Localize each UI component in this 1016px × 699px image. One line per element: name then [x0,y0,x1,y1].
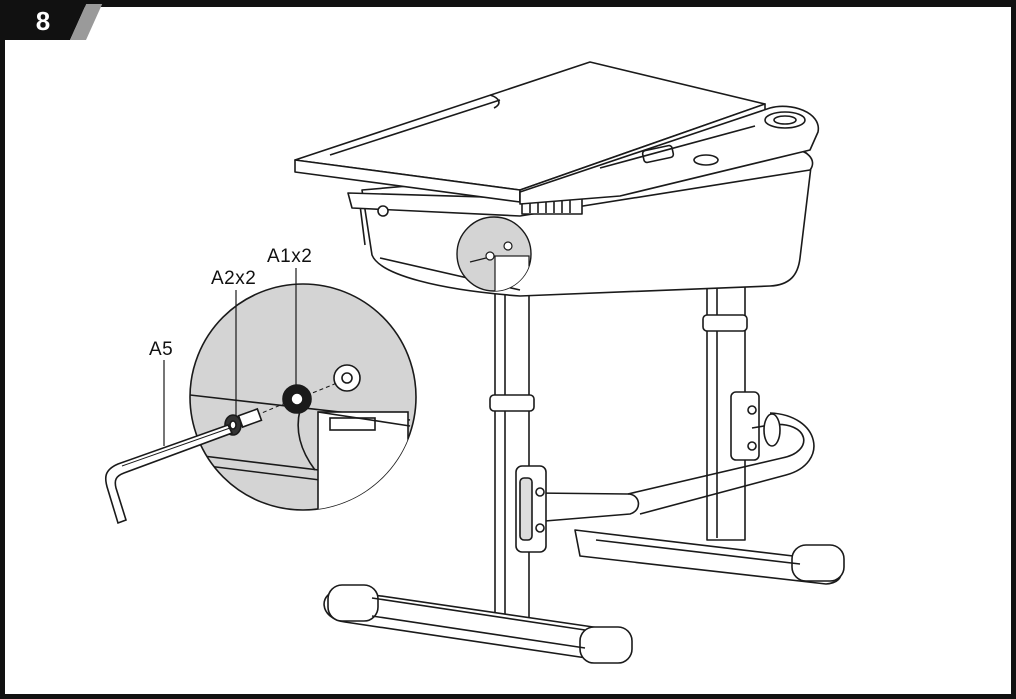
callout-leaders [163,268,297,446]
rear-leg [574,249,845,585]
foot-rest [529,412,815,522]
desk [294,61,845,664]
hex-key [104,424,234,525]
detail-zoom-circle [189,283,417,511]
callout-a1-washer: A1x2 [267,246,313,267]
front-leg [323,279,633,664]
joint-highlight-circle [456,216,532,292]
step-number: 8 [35,6,51,36]
step-header: 8 [0,0,1016,40]
callout-a5-hex-key: A5 [149,339,174,360]
callout-a2-bolt: A2x2 [211,268,257,289]
pen-tray [519,105,819,205]
